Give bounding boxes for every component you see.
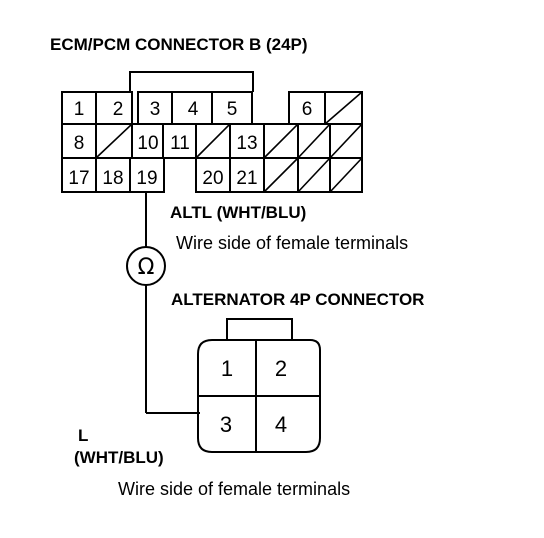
ecm-blank-slash bbox=[95, 123, 133, 159]
ecm-pin-label: 5 bbox=[227, 99, 238, 120]
ecm-row-1: 1 2 3 4 5 6 bbox=[61, 91, 363, 125]
ecm-connector: 1 2 3 4 5 6 8 10 11 13 bbox=[61, 71, 363, 193]
alternator-pin-label: 3 bbox=[220, 412, 232, 437]
ecm-blank-slash bbox=[195, 123, 231, 159]
alternator-connector-outline bbox=[197, 339, 321, 453]
ecm-pin-label: 2 bbox=[113, 99, 124, 120]
ecm-pin-label: 13 bbox=[236, 133, 257, 154]
ecm-blank-slash bbox=[263, 157, 299, 193]
ecm-wire-label: ALTL (WHT/BLU) bbox=[170, 203, 306, 222]
ecm-row-outline bbox=[195, 157, 363, 193]
ohmmeter-symbol: Ω bbox=[126, 246, 166, 286]
ecm-blank-slash bbox=[297, 157, 331, 193]
ecm-connector-title: ECM/PCM CONNECTOR B (24P) bbox=[50, 35, 308, 54]
ecm-blank-slash bbox=[263, 123, 299, 159]
ohm-icon: Ω bbox=[138, 255, 155, 280]
ecm-pin-label: 1 bbox=[74, 99, 85, 120]
alternator-pin-label: 1 bbox=[221, 356, 233, 381]
ecm-blank-slash bbox=[329, 157, 363, 193]
ecm-pin-label: 8 bbox=[74, 133, 85, 154]
ecm-row-3: 17 18 19 20 21 bbox=[61, 157, 363, 193]
ecm-pin-label: 10 bbox=[137, 133, 158, 154]
alternator-connector: 1 2 3 4 bbox=[197, 318, 321, 453]
alternator-terminal-note: Wire side of female terminals bbox=[118, 479, 350, 499]
ecm-pin-label: 20 bbox=[202, 168, 223, 189]
ecm-row-2: 8 10 11 13 bbox=[61, 123, 363, 159]
ecm-pin-label: 3 bbox=[150, 99, 161, 120]
ecm-pin-label: 6 bbox=[302, 99, 313, 120]
ecm-row-outline bbox=[61, 157, 165, 193]
alternator-pin-label: 4 bbox=[275, 412, 287, 437]
alternator-connector-lock-tab bbox=[226, 318, 293, 340]
ecm-pin-label: 17 bbox=[68, 168, 89, 189]
ecm-pin-label: 21 bbox=[236, 168, 257, 189]
alternator-wire-label-line1: L bbox=[78, 426, 88, 445]
ecm-terminal-note: Wire side of female terminals bbox=[176, 233, 408, 253]
ecm-blank-slash bbox=[329, 123, 363, 159]
ecm-blank-slash bbox=[324, 91, 363, 125]
probe-wire bbox=[145, 192, 200, 414]
ecm-blank-slash bbox=[297, 123, 331, 159]
ecm-pin-label: 11 bbox=[170, 133, 190, 154]
alternator-wire-label-line2: (WHT/BLU) bbox=[74, 448, 164, 467]
ecm-pin-label: 4 bbox=[188, 99, 199, 120]
ecm-connector-lock-tab bbox=[129, 71, 254, 92]
ecm-pin-label: 19 bbox=[136, 168, 157, 189]
alternator-pin-label: 2 bbox=[275, 356, 287, 381]
ohmmeter-circle bbox=[126, 246, 166, 286]
alternator-connector-title: ALTERNATOR 4P CONNECTOR bbox=[171, 290, 424, 309]
ecm-pin-label: 18 bbox=[102, 168, 123, 189]
